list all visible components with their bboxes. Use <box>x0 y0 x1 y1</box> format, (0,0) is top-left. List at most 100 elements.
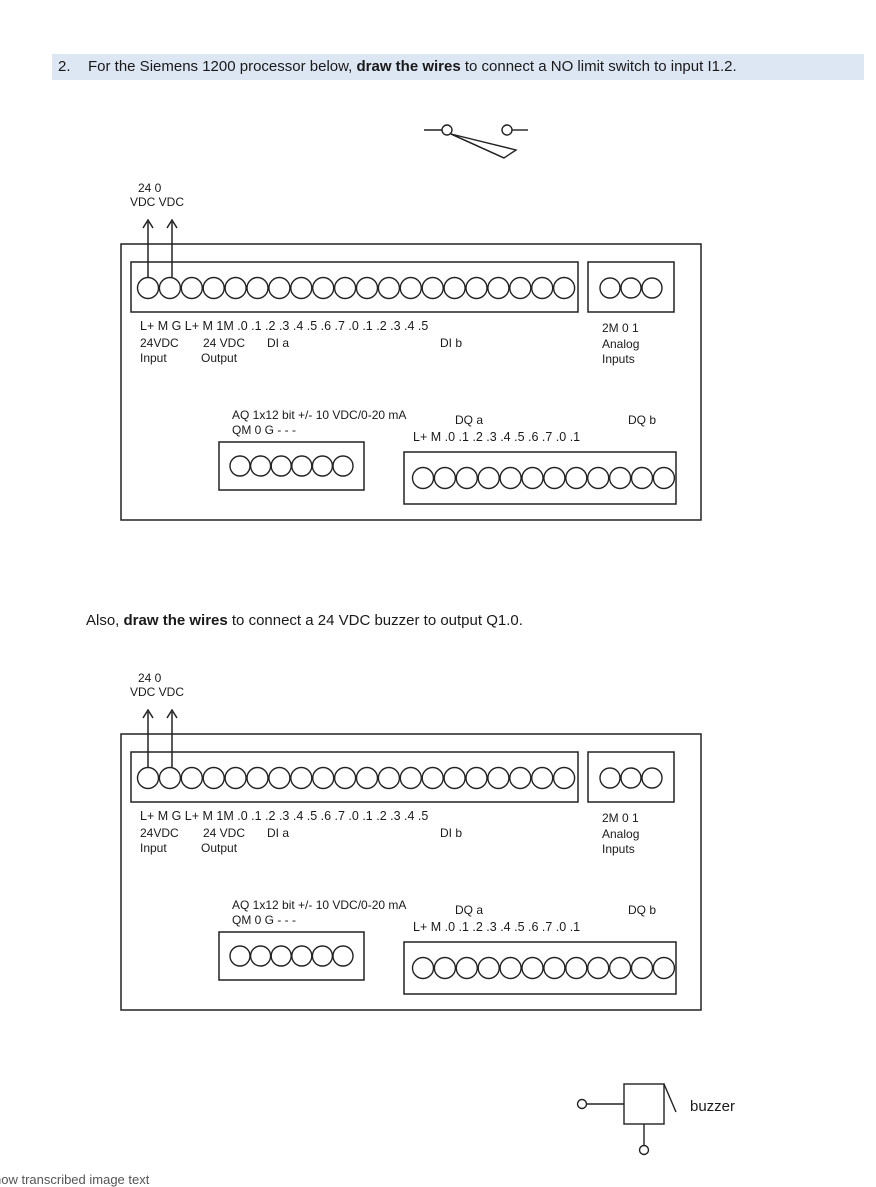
plc-diagram-2-graphics <box>120 708 702 1011</box>
dq-terminal <box>433 956 457 980</box>
question-bold: draw the wires <box>356 58 461 75</box>
dq-terminal <box>499 466 522 490</box>
analog-terminal <box>620 277 642 299</box>
input-terminal <box>421 766 444 790</box>
also-text-before: Also, <box>86 612 124 629</box>
aq-terminal <box>291 945 313 967</box>
also-text-after: to connect a 24 VDC buzzer to output Q1.… <box>227 612 523 629</box>
dq-terminal <box>455 956 478 980</box>
supply-bottom-label: VDC VDC <box>130 685 185 699</box>
dq-a-label: DQ a <box>455 903 484 917</box>
dq-terminal <box>587 466 610 490</box>
input-terminal <box>290 766 313 790</box>
input-terminal <box>509 276 532 300</box>
di-b-label: DI b <box>440 336 463 350</box>
input-terminal <box>290 276 313 300</box>
dq-b-label: DQ b <box>628 413 657 427</box>
dq-terminal <box>630 466 654 490</box>
aq-terminal-labels: QM 0 G - - - <box>232 913 296 927</box>
aq-terminal <box>229 455 251 477</box>
aq-terminal <box>332 945 354 967</box>
show-transcribed-text-link[interactable]: how transcribed image text <box>0 1172 150 1187</box>
input-terminal <box>465 276 488 300</box>
analog-terminal <box>599 767 621 789</box>
question-text-before: For the Siemens 1200 processor below, <box>88 58 357 75</box>
input-terminal <box>355 276 379 300</box>
aq-terminal <box>291 455 313 477</box>
input-terminal <box>465 766 488 790</box>
input-terminal <box>377 276 401 300</box>
analog-terminal-labels: 2M 0 1 <box>602 321 639 335</box>
dq-terminal <box>565 466 588 490</box>
dq-terminal <box>477 466 500 490</box>
di-a-label: DI a <box>267 826 290 840</box>
input-terminal <box>399 276 422 300</box>
input-terminal <box>158 766 182 790</box>
dq-terminal <box>652 466 676 490</box>
dq-terminal-labels: L+ M .0 .1 .2 .3 .4 .5 .6 .7 .0 .1 <box>413 430 581 444</box>
input-terminal <box>333 766 357 790</box>
also-instruction: Also, draw the wires to connect a 24 VDC… <box>86 612 523 629</box>
dq-terminal <box>455 466 478 490</box>
input-terminal <box>531 276 554 300</box>
analog-terminal <box>620 767 642 789</box>
di-b-label: DI b <box>440 826 463 840</box>
di-a-label: DI a <box>267 336 290 350</box>
analog-terminal <box>599 277 621 299</box>
dq-terminal <box>608 466 632 490</box>
dq-terminal <box>652 956 676 980</box>
power-in-label-2: Input <box>140 351 167 365</box>
input-terminal <box>180 766 204 790</box>
input-terminal <box>312 276 335 300</box>
analog-label-2: Inputs <box>602 842 635 856</box>
input-terminal <box>399 766 422 790</box>
analog-label-2: Inputs <box>602 352 635 366</box>
input-terminal <box>224 276 247 300</box>
aq-terminal <box>229 945 251 967</box>
input-terminal <box>202 276 225 300</box>
dq-terminal <box>433 466 457 490</box>
supply-bottom-label: VDC VDC <box>130 195 185 209</box>
input-terminal-labels: L+ M G L+ M 1M .0 .1 .2 .3 .4 .5 .6 .7 .… <box>140 809 429 823</box>
power-out-label-2: Output <box>201 841 238 855</box>
input-terminal-labels: L+ M G L+ M 1M .0 .1 .2 .3 .4 .5 .6 .7 .… <box>140 319 429 333</box>
input-terminal <box>268 766 291 790</box>
power-in-label-1: 24VDC <box>140 336 179 350</box>
input-terminal <box>268 276 291 300</box>
input-terminal <box>355 766 379 790</box>
dq-terminal <box>608 956 632 980</box>
dq-terminal <box>477 956 500 980</box>
plc-diagram-1-graphics <box>120 218 702 521</box>
power-in-label-1: 24VDC <box>140 826 179 840</box>
analog-label-1: Analog <box>602 827 640 841</box>
aq-terminal <box>270 455 292 477</box>
aq-title-label: AQ 1x12 bit +/- 10 VDC/0-20 mA <box>232 408 407 422</box>
power-out-label-2: Output <box>201 351 238 365</box>
dq-terminal <box>565 956 588 980</box>
analog-terminal <box>641 767 663 789</box>
input-terminal <box>136 276 160 300</box>
buzzer-label: buzzer <box>690 1098 736 1115</box>
dq-terminal <box>521 956 544 980</box>
dq-terminal <box>630 956 654 980</box>
question-2: 2.For the Siemens 1200 processor below, … <box>52 54 864 80</box>
input-terminal <box>246 276 269 300</box>
input-terminal <box>531 766 554 790</box>
aq-terminal <box>311 945 334 967</box>
aq-terminal <box>332 455 354 477</box>
dq-terminal-labels: L+ M .0 .1 .2 .3 .4 .5 .6 .7 .0 .1 <box>413 920 581 934</box>
aq-title-label: AQ 1x12 bit +/- 10 VDC/0-20 mA <box>232 898 407 912</box>
dq-terminal <box>411 466 435 490</box>
input-terminal <box>487 276 510 300</box>
analog-terminal-labels: 2M 0 1 <box>602 811 639 825</box>
dq-terminal <box>499 956 522 980</box>
dq-terminal <box>521 466 544 490</box>
dq-terminal <box>543 956 566 980</box>
input-terminal <box>312 766 335 790</box>
input-terminal <box>443 276 466 300</box>
question-number: 2. <box>58 58 71 75</box>
input-terminal <box>246 766 269 790</box>
aq-terminal <box>249 945 272 967</box>
input-terminal <box>552 766 576 790</box>
dq-terminal <box>587 956 610 980</box>
